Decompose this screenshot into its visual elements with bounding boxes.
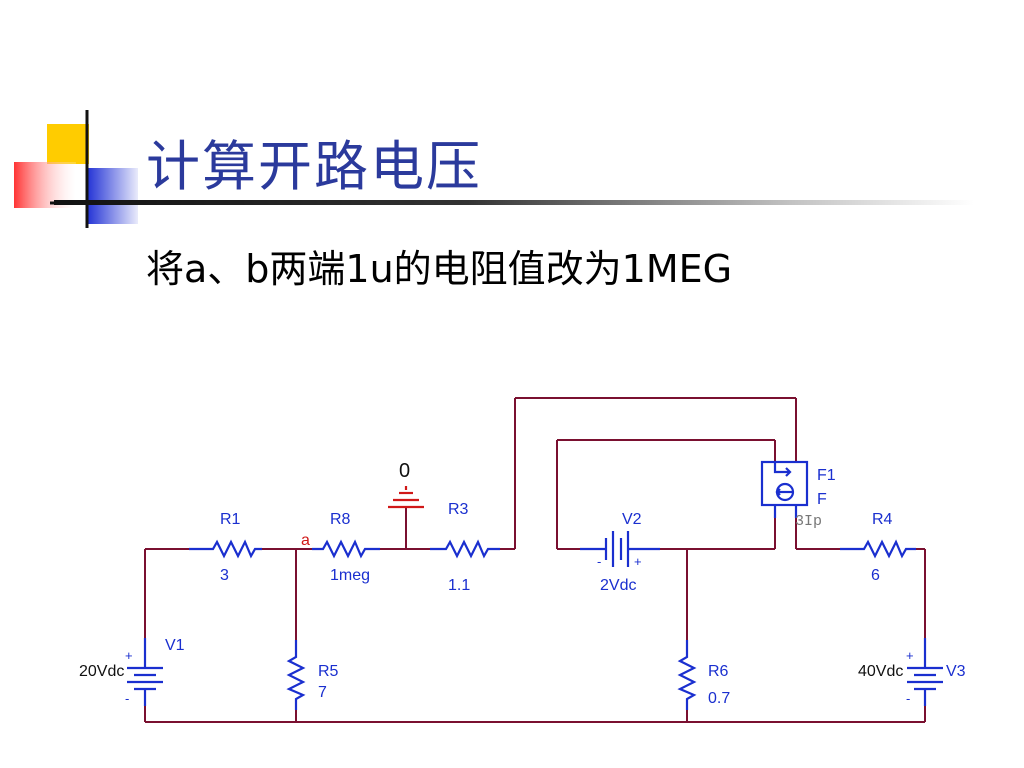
- f1-gain: 3Ip: [795, 513, 822, 530]
- ground-label: 0: [399, 460, 410, 482]
- wires: [144, 397, 926, 723]
- source-v1: + - V1 20Vdc: [79, 637, 185, 706]
- resistor-r1: R1 3: [189, 511, 262, 584]
- source-v2: - + V2 2Vdc: [580, 511, 660, 594]
- f1-type: F: [817, 491, 827, 508]
- slide-title: 计算开路电压: [146, 135, 482, 198]
- r6-name: R6: [708, 663, 729, 680]
- r5-name: R5: [318, 663, 339, 680]
- v1-value: 20Vdc: [79, 663, 124, 680]
- v1-plus: +: [125, 648, 133, 663]
- r1-name: R1: [220, 511, 241, 528]
- v3-minus: -: [906, 691, 910, 706]
- v1-minus: -: [125, 691, 129, 706]
- v2-name: V2: [622, 511, 642, 528]
- v3-plus: +: [906, 648, 914, 663]
- r5-value: 7: [318, 684, 327, 701]
- r1-value: 3: [220, 567, 229, 584]
- v2-value: 2Vdc: [600, 577, 636, 594]
- logo-blue-bar: [88, 168, 138, 224]
- r4-value: 6: [871, 567, 880, 584]
- f1-name: F1: [817, 467, 836, 484]
- source-v3: + - V3 40Vdc: [858, 638, 966, 706]
- title-underline: [54, 200, 974, 205]
- r8-value: 1meg: [330, 567, 370, 584]
- cccs-f1: F1 F 3Ip: [760, 460, 836, 530]
- resistor-r5: R5 7: [286, 640, 339, 710]
- logo-yellow-square: [47, 124, 89, 164]
- node-a-label: a: [301, 532, 310, 549]
- resistor-r4: R4 6: [840, 511, 916, 584]
- v2-minus: -: [597, 554, 601, 569]
- v1-name: V1: [165, 637, 185, 654]
- resistor-r8: R8 1meg: [312, 511, 380, 584]
- r3-value: 1.1: [448, 577, 470, 594]
- resistor-r6: R6 0.7: [677, 640, 730, 710]
- v2-plus: +: [634, 554, 642, 569]
- r3-name: R3: [448, 501, 469, 518]
- ground-symbol: 0: [388, 460, 424, 509]
- r6-value: 0.7: [708, 690, 730, 707]
- r4-name: R4: [872, 511, 893, 528]
- resistor-r3: R3 1.1: [430, 501, 500, 594]
- slide-subtitle: 将a、b两端1u的电阻值改为1MEG: [146, 247, 733, 291]
- v3-value: 40Vdc: [858, 663, 903, 680]
- r8-name: R8: [330, 511, 351, 528]
- v3-name: V3: [946, 663, 966, 680]
